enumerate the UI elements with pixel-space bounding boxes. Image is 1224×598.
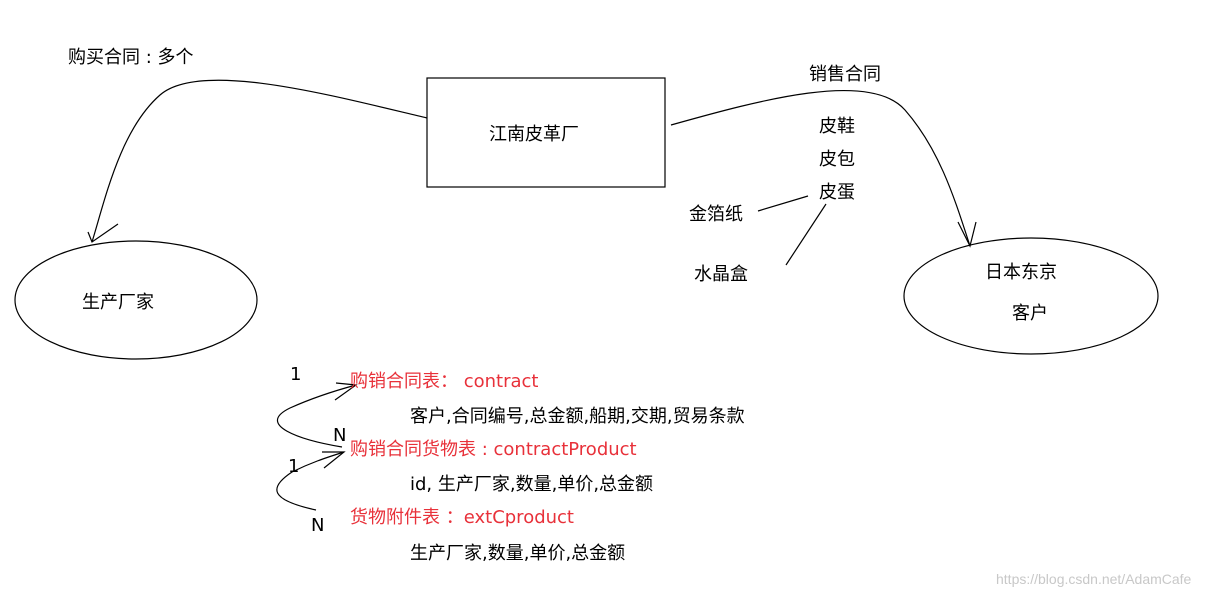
table-fields-ext-cproduct: 生产厂家,数量,单价,总金额 <box>410 543 626 564</box>
table-fields-contract: 客户,合同编号,总金额,船期,交期,贸易条款 <box>410 406 745 427</box>
table-name-contract-product: 购销合同货物表 : contractProduct <box>350 439 637 460</box>
purchase-contract-label: 购买合同 : 多个 <box>68 47 194 68</box>
product-egg: 皮蛋 <box>819 182 855 203</box>
product-bag: 皮包 <box>819 149 855 170</box>
relation-many-2: N <box>311 515 325 536</box>
table-name-ext-cproduct: 货物附件表 ：extCproduct <box>350 507 574 528</box>
relation-arrow-2 <box>276 451 345 511</box>
sales-arrowhead <box>957 221 977 248</box>
factory-label: 江南皮革厂 <box>489 124 579 145</box>
product-crystal-box: 水晶盒 <box>694 264 748 285</box>
relation-one-1: 1 <box>290 364 302 385</box>
relation-one-2: 1 <box>288 456 300 477</box>
manufacturer-ellipse <box>14 240 258 360</box>
customer-label-line1: 日本东京 <box>985 262 1057 283</box>
table-name-contract: 购销合同表： contract <box>350 371 539 392</box>
sales-contract-arrow <box>670 89 971 247</box>
manufacturer-label: 生产厂家 <box>82 292 154 313</box>
sales-contract-label: 销售合同 <box>809 64 881 85</box>
factory-box <box>426 77 666 188</box>
customer-ellipse <box>903 237 1159 355</box>
gold-foil-connector <box>757 195 809 212</box>
product-gold-foil: 金箔纸 <box>689 204 743 225</box>
product-shoes: 皮鞋 <box>819 116 855 137</box>
relation-arrowhead-1 <box>334 382 358 401</box>
crystal-box-connector <box>785 203 827 266</box>
watermark: https://blog.csdn.net/AdamCafe <box>996 571 1192 587</box>
relation-many-1: N <box>333 425 347 446</box>
purchase-contract-arrow <box>91 79 428 243</box>
purchase-arrowhead <box>87 223 119 243</box>
relation-arrow-1 <box>276 384 357 448</box>
customer-label-line2: 客户 <box>1012 303 1048 324</box>
relation-arrowhead-2 <box>322 451 346 469</box>
table-fields-contract-product: id, 生产厂家,数量,单价,总金额 <box>410 474 654 495</box>
